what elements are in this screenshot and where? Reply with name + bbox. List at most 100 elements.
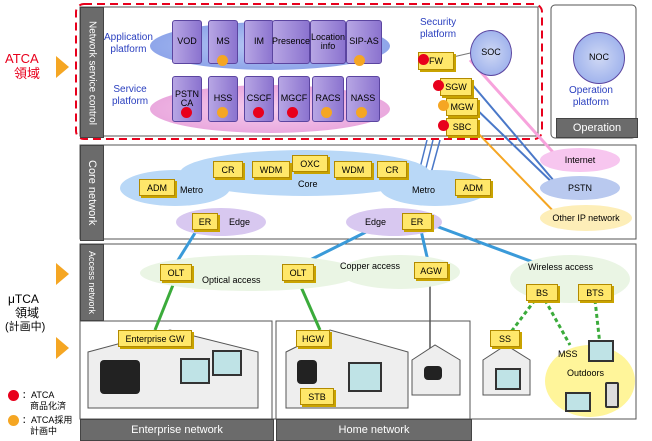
core-cr-right: CR [377, 161, 407, 178]
home-network-label: Home network [276, 419, 472, 441]
service-node-mgcf: MGCF [278, 76, 310, 122]
legend-red-label: ：ATCA [22, 390, 55, 400]
nsc-label: Network service control [86, 20, 98, 125]
laptop-icon [565, 392, 591, 412]
app-node-presence: Presence [272, 20, 310, 64]
mgw-orange-dot [438, 100, 449, 111]
core-wdm-left: WDM [252, 161, 290, 178]
metro-left-cloud [120, 170, 230, 206]
telephone-icon [424, 366, 442, 380]
enterprise-gw: Enterprise GW [118, 330, 192, 347]
edge-right-label: Edge [365, 217, 387, 227]
service-cscf-red-dot [253, 107, 264, 118]
sgw-red-dot [433, 80, 444, 91]
other-ip-cloud: Other IP network [540, 205, 632, 231]
app-sipas-orange-dot [354, 55, 365, 66]
operation-platform-label: Operation platform [569, 85, 613, 108]
legend-orange-desc: 計画中 [30, 426, 58, 436]
core-adm-left: ADM [139, 179, 175, 196]
metro-right-label: Metro [412, 185, 436, 195]
atca-region-border [75, 3, 543, 140]
monitor-icon [180, 358, 210, 384]
access-olt-left: OLT [160, 264, 192, 281]
access-bts: BTS [578, 284, 612, 301]
utca-arrow-icon-2 [56, 337, 69, 359]
wireless-ss: SS [490, 330, 520, 347]
utca-subtitle: 領域 [15, 306, 40, 320]
phone-icon [100, 360, 140, 394]
app-node-vod: VOD [172, 20, 202, 64]
optical-access-label: Optical access [202, 275, 261, 285]
pstn-cloud: PSTN [540, 176, 620, 200]
core-er-left: ER [192, 213, 218, 230]
core-wdm-right: WDM [334, 161, 372, 178]
other-ip-label: Other IP network [552, 213, 620, 223]
pstn-label: PSTN [567, 183, 592, 193]
access-agw: AGW [414, 262, 448, 279]
service-pstnca-red-dot [181, 107, 192, 118]
core-adm-right: ADM [455, 179, 491, 196]
home-phone-icon [297, 360, 317, 384]
utca-plan: (計画中) [5, 321, 46, 333]
service-nass-orange-dot [356, 107, 367, 118]
noc-label: NOC [589, 52, 609, 63]
metro-left-label: Metro [180, 185, 204, 195]
core-er-right: ER [402, 213, 432, 230]
service-racs-orange-dot [321, 107, 332, 118]
sec-node-mgw: MGW [446, 98, 478, 116]
access-bs: BS [526, 284, 558, 301]
access-network-label: Access network [87, 250, 97, 315]
ss-monitor-icon [495, 368, 521, 390]
noc-server: NOC [573, 32, 625, 84]
sbc-red-dot [438, 120, 449, 131]
soc-label: SOC [481, 47, 501, 58]
home-stb: STB [300, 388, 334, 405]
legend-red-desc: 商品化済 [30, 401, 67, 411]
core-network-label: Core network [86, 160, 98, 226]
core-oxc: OXC [292, 155, 328, 172]
edge-left-label: Edge [229, 217, 251, 227]
service-hss-orange-dot [217, 107, 228, 118]
security-platform-label: Security platform [420, 17, 457, 40]
mss-label: MSS [558, 349, 578, 359]
nsc-bar: Network service control [80, 7, 104, 138]
atca-title: ATCA [5, 51, 39, 66]
app-node-location-info: Location info [310, 20, 346, 64]
sec-node-sbc: SBC [446, 118, 478, 136]
tablet-icon [588, 340, 614, 362]
utca-arrow-icon-1 [56, 263, 69, 285]
soc-server: SOC [470, 30, 512, 76]
operation-label: Operation [556, 118, 638, 138]
utca-title: μTCA [8, 292, 39, 306]
service-platform-label: Service platform [112, 84, 149, 107]
access-olt-right: OLT [282, 264, 314, 281]
operation-frame [550, 4, 637, 139]
atca-arrow-icon [56, 56, 69, 78]
legend-orange-label: ：ATCA採用 [22, 415, 73, 425]
core-label: Core [298, 179, 318, 189]
app-node-sip-as: SIP-AS [346, 20, 382, 64]
fw-red-dot [418, 54, 429, 65]
enterprise-network-label: Enterprise network [80, 419, 274, 441]
monitor-icon-2 [212, 350, 242, 376]
access-bar: Access network [80, 244, 104, 321]
service-mgcf-red-dot [287, 107, 298, 118]
wireless-access-label: Wireless access [528, 262, 594, 272]
internet-label: Internet [564, 155, 596, 165]
internet-cloud: Internet [540, 148, 620, 172]
sec-node-sgw: SGW [440, 78, 472, 96]
app-ms-orange-dot [217, 55, 228, 66]
home-hgw: HGW [296, 330, 330, 347]
outdoors-label: Outdoors [567, 368, 605, 378]
legend-red-dot [8, 390, 19, 401]
mobile-phone-icon [605, 382, 619, 408]
legend-orange-dot [8, 415, 19, 426]
atca-subtitle: 領域 [14, 66, 41, 81]
copper-access-label: Copper access [340, 261, 401, 271]
edge-left-cloud [176, 208, 266, 236]
core-cr-left: CR [213, 161, 243, 178]
app-node-im: IM [244, 20, 274, 64]
core-bar: Core network [80, 145, 104, 241]
application-platform-label: Application platform [104, 32, 153, 55]
